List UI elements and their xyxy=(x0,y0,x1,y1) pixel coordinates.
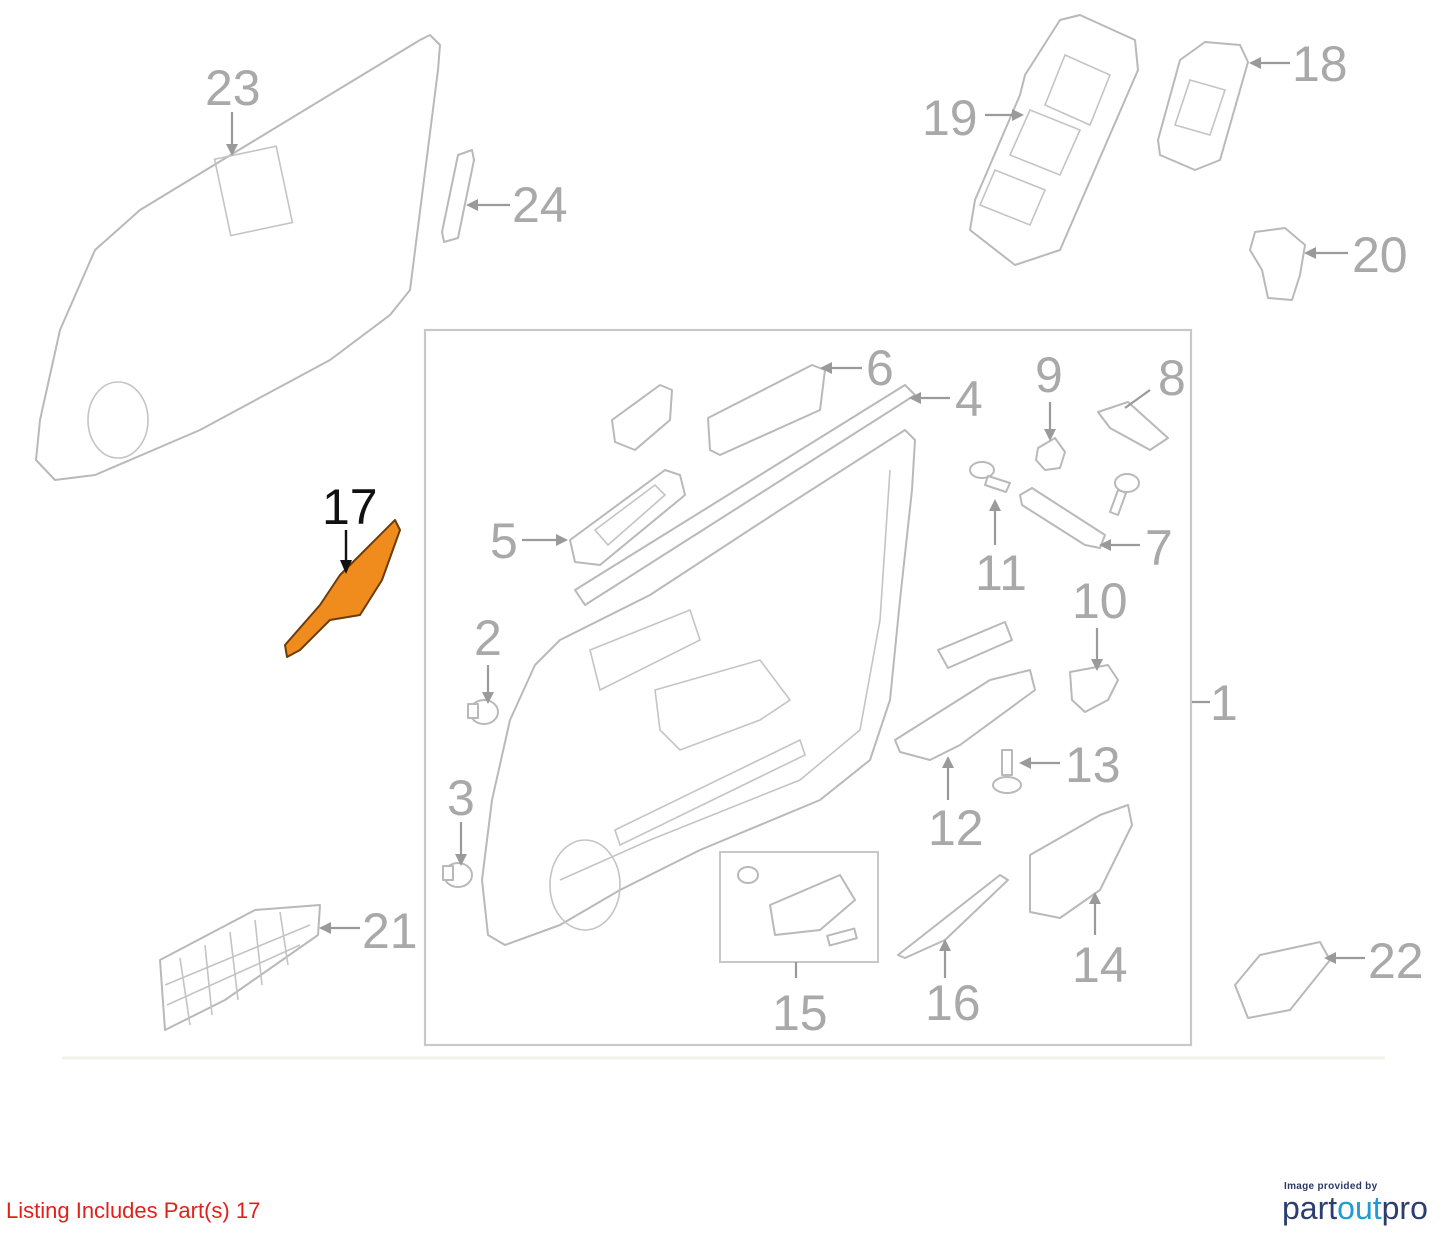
callout-1: 1 xyxy=(1210,675,1238,731)
part-7 xyxy=(1019,487,1106,549)
part-14-pocket xyxy=(1029,804,1133,919)
callout-11: 11 xyxy=(975,545,1027,601)
part-3-clip xyxy=(442,862,473,888)
part-19-window-switch xyxy=(969,14,1139,266)
callout-9: 9 xyxy=(1035,347,1063,403)
callout-19: 19 xyxy=(922,90,978,146)
part-screw-b xyxy=(1109,473,1140,516)
callout-17-highlighted: 17 xyxy=(322,479,378,535)
callout-13: 13 xyxy=(1065,737,1121,793)
parts-diagram: 23 24 19 18 20 6 4 9 8 5 7 11 10 2 1 13 … xyxy=(35,14,1424,1060)
part-11-screw xyxy=(969,461,1011,493)
listing-note: Listing Includes Part(s) 17 xyxy=(6,1198,261,1223)
part-23-trim-backing xyxy=(35,34,441,481)
partoutpro-logo: partoutpro xyxy=(1282,1190,1428,1227)
part-22 xyxy=(1234,941,1331,1019)
part-15-kit xyxy=(719,851,879,963)
part-24 xyxy=(441,149,475,243)
callout-3: 3 xyxy=(447,770,475,826)
callout-21: 21 xyxy=(362,903,418,959)
part-16 xyxy=(897,874,1009,959)
part-12-switch-bezel xyxy=(894,669,1036,761)
callout-2: 2 xyxy=(474,610,502,666)
part-9 xyxy=(1035,437,1066,471)
callout-18: 18 xyxy=(1292,36,1348,92)
assembly-box-1 xyxy=(423,328,1193,1047)
part-2-clip xyxy=(467,699,499,725)
callout-23: 23 xyxy=(205,60,261,116)
part-21-grid xyxy=(159,904,321,1031)
callout-12: 12 xyxy=(928,800,984,856)
callout-6: 6 xyxy=(866,340,894,396)
logo-pro: pro xyxy=(1381,1190,1428,1226)
part-18-switch xyxy=(1157,41,1249,171)
part-handle-upper xyxy=(611,384,673,451)
callout-22: 22 xyxy=(1368,933,1424,989)
leader-lines xyxy=(226,57,1365,978)
callout-16: 16 xyxy=(925,975,981,1031)
part-10 xyxy=(1069,664,1119,713)
callout-5: 5 xyxy=(490,513,518,569)
part-5-handle-bezel xyxy=(569,469,686,566)
part-8 xyxy=(1097,401,1169,451)
logo-part: part xyxy=(1282,1190,1338,1226)
callout-4: 4 xyxy=(955,371,983,427)
callout-15: 15 xyxy=(772,985,828,1041)
part-1-door-trim-panel xyxy=(481,429,916,946)
part-17-highlighted xyxy=(284,519,401,658)
part-13-screw xyxy=(992,749,1022,794)
part-6 xyxy=(707,364,826,456)
callout-7: 7 xyxy=(1145,520,1173,576)
callout-14: 14 xyxy=(1072,937,1128,993)
callout-24: 24 xyxy=(512,177,568,233)
logo-out: out xyxy=(1337,1190,1382,1226)
callout-8: 8 xyxy=(1158,350,1186,406)
callout-10: 10 xyxy=(1072,573,1128,629)
image-credit: Image provided by xyxy=(1284,1181,1378,1192)
part-20 xyxy=(1249,227,1306,301)
part-switch-panel xyxy=(937,621,1013,669)
callout-20: 20 xyxy=(1352,227,1408,283)
